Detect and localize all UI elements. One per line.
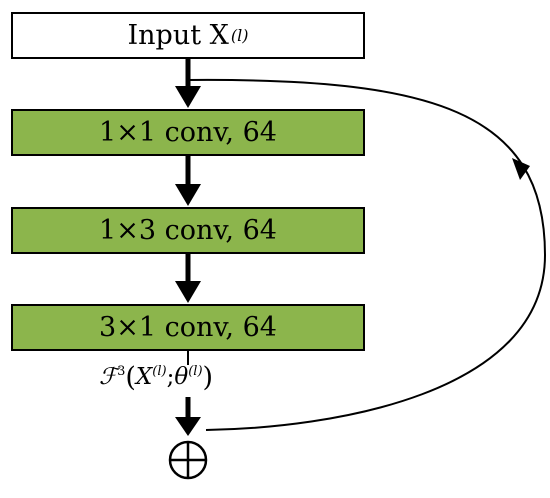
arrow-conv1-to-conv2 [175, 156, 201, 206]
close-paren: ) [202, 362, 214, 393]
skip-arrowhead-icon [512, 158, 530, 180]
function-subscript: 3 [117, 364, 126, 379]
parameter-variable-superscript: (l) [188, 364, 203, 379]
arrow-conv3-to-sum [175, 351, 201, 436]
formula-separator: ; [166, 364, 175, 390]
parameter-variable: θ [174, 364, 189, 390]
conv-layer-label: 3×1 conv, 64 [99, 312, 277, 343]
sum-node-icon [168, 440, 208, 480]
skip-connection [187, 78, 547, 431]
conv-layer-3x1: 3×1 conv, 64 [11, 304, 365, 351]
input-variable-superscript: (l) [152, 364, 167, 379]
conv-layer-1x1: 1×1 conv, 64 [11, 109, 365, 156]
function-symbol: ℱ [99, 364, 118, 390]
arrow-input-to-conv1 [175, 59, 201, 108]
open-paren: ( [125, 362, 136, 393]
input-block: Input X(l) [11, 12, 365, 59]
arrow-conv2-to-conv3 [175, 254, 201, 303]
input-label: Input X [127, 20, 229, 51]
conv-layer-label: 1×1 conv, 64 [99, 117, 277, 148]
conv-layer-1x3: 1×3 conv, 64 [11, 207, 365, 254]
input-superscript: (l) [230, 26, 249, 45]
input-variable: X [135, 364, 153, 390]
conv-layer-label: 1×3 conv, 64 [99, 215, 277, 246]
